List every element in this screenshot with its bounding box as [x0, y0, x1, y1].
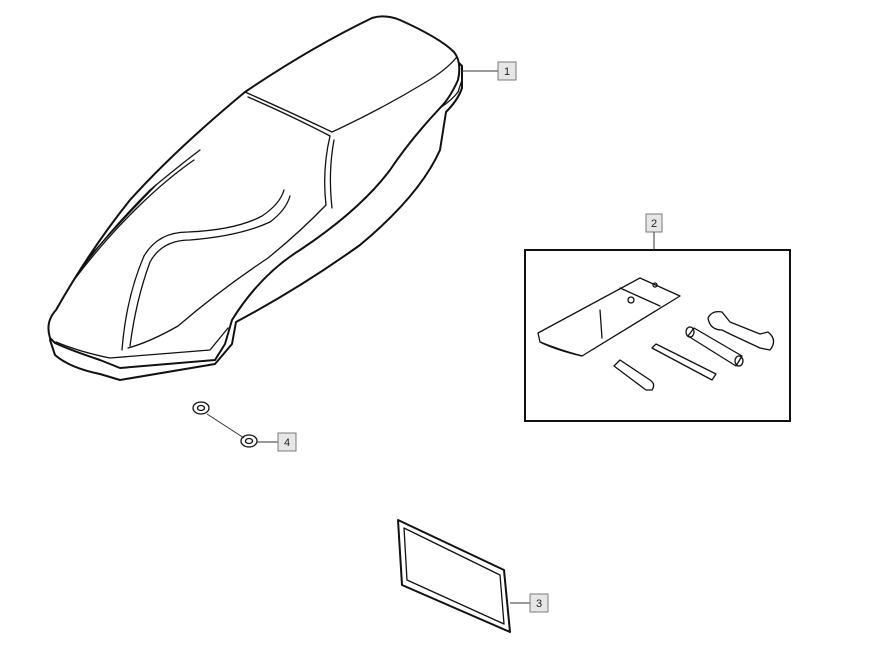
screwdriver-rod-icon	[651, 343, 717, 381]
seat-nut-drawing	[192, 401, 258, 448]
document-holder-drawing	[397, 519, 511, 633]
screwdriver-icon	[613, 359, 655, 391]
callout-3[interactable]: 3	[510, 593, 549, 613]
seat-drawing	[47, 15, 463, 381]
socket-tube-icon	[687, 327, 743, 367]
callout-4-label: 4	[284, 437, 290, 449]
callout-2-label: 2	[651, 218, 657, 230]
callout-3-label: 3	[536, 598, 542, 610]
tool-kit-frame	[524, 249, 791, 422]
callout-4[interactable]: 4	[257, 432, 297, 452]
tool-kit-drawing	[524, 249, 791, 422]
callout-1[interactable]: 1	[462, 61, 517, 81]
wrench-icon	[707, 310, 775, 351]
callout-2[interactable]: 2	[645, 213, 663, 250]
callout-1-label: 1	[504, 66, 510, 78]
